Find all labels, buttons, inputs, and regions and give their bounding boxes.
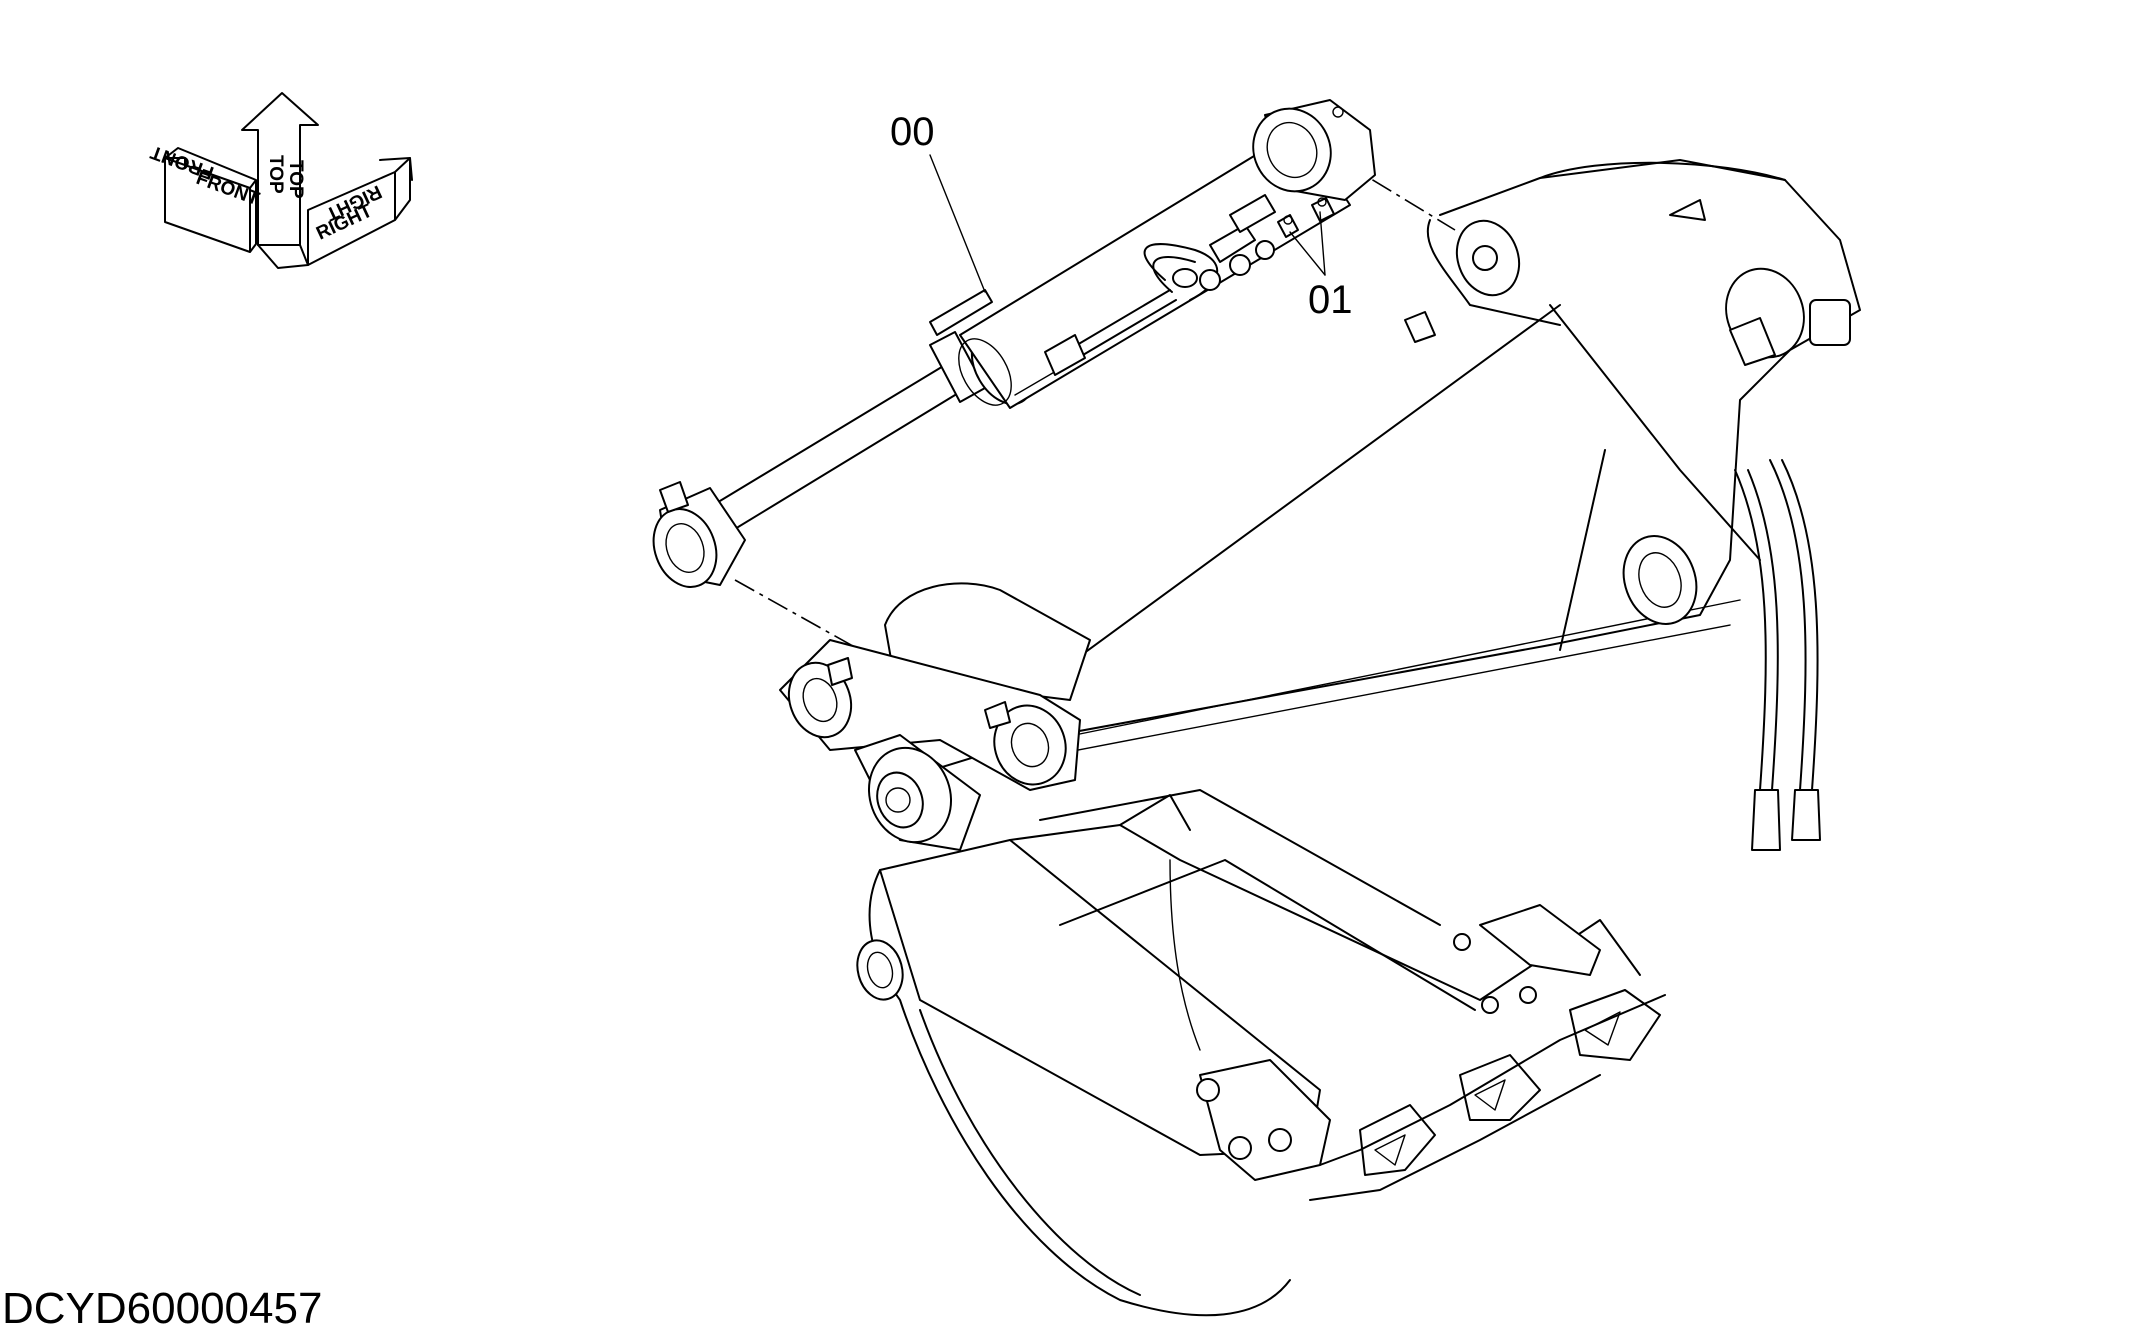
arm-assembly (899, 159, 1861, 851)
top-label-2: TOP (285, 160, 306, 199)
cylinder-barrel (959, 127, 1351, 409)
cylinder-rod (704, 364, 961, 536)
callout-01-leader-a (1289, 231, 1326, 276)
drawing-number: DCYD60000457 (2, 1284, 323, 1333)
bucket-teeth (1309, 989, 1666, 1201)
bucket-linkage (779, 582, 1091, 851)
bucket-cylinder (652, 99, 1376, 588)
callout-00-leader (929, 154, 986, 293)
hydraulic-hoses (1734, 459, 1821, 851)
callout-00-label: 00 (890, 110, 935, 154)
right-arrow (307, 157, 411, 266)
front-label-mirrored: FRONT (148, 141, 217, 183)
front-arrow-head (164, 157, 186, 169)
callout-01-label: 01 (1308, 278, 1353, 322)
center-lines (734, 159, 1456, 651)
arm-bucket-pin (1622, 535, 1698, 625)
orientation-indicator: FRONT FRONT TOP TOP RIGHT RIGHT (148, 92, 413, 269)
bucket (856, 789, 1666, 1317)
grease-fittings (1277, 197, 1335, 238)
right-arrow-head (379, 157, 413, 181)
head-end-eye (1252, 107, 1332, 193)
top-label: TOP (265, 155, 286, 194)
callout-01-leader-b (1319, 211, 1326, 276)
top-arrow (241, 92, 319, 246)
front-arrow (164, 147, 257, 253)
callouts: 00 01 (890, 110, 1353, 322)
